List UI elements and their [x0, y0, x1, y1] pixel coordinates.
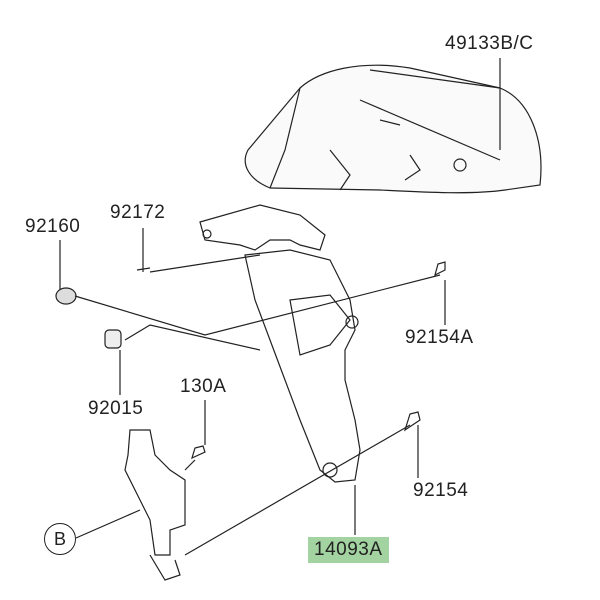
part-label-92172[interactable]: 92172 [110, 202, 166, 223]
part-label-14093A-highlighted[interactable]: 14093A [308, 537, 389, 563]
reference-marker-b: B [44, 523, 76, 555]
bracket-part-14093A [199, 204, 361, 483]
part-label-92154A[interactable]: 92154A [405, 327, 474, 348]
part-label-92015[interactable]: 92015 [88, 398, 144, 419]
stay-bracket [124, 429, 186, 581]
part-label-49133[interactable]: 49133B/C [445, 33, 534, 54]
part-label-92154[interactable]: 92154 [413, 480, 469, 501]
leader-lines [59, 58, 501, 556]
part-label-130A[interactable]: 130A [180, 376, 227, 397]
fasteners [55, 261, 446, 460]
cowl-part-49133 [244, 64, 542, 194]
part-label-92160[interactable]: 92160 [25, 216, 81, 237]
